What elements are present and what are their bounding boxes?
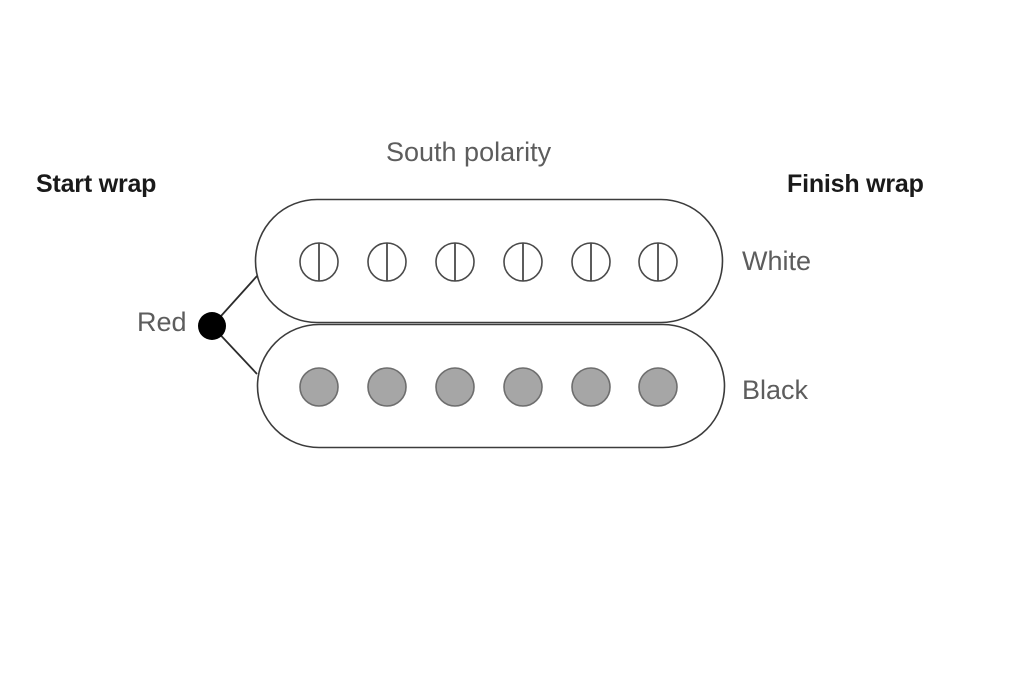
black-coil-label: Black <box>742 375 809 405</box>
white-coil-group <box>254 198 724 324</box>
pole-piece-screw-2 <box>367 242 407 282</box>
start-wrap-label: Start wrap <box>36 170 157 198</box>
finish-wrap-label: Finish wrap <box>787 170 924 198</box>
red-lead-group <box>198 275 258 375</box>
red-lead-label: Red <box>137 307 187 337</box>
white-coil-bobbin-outline <box>254 198 724 324</box>
white-coil-label: White <box>742 246 812 276</box>
pole-piece-screw-1 <box>299 242 339 282</box>
black-coil-bobbin-outline <box>256 323 726 449</box>
pole-piece-slug-2 <box>367 367 407 407</box>
pole-piece-screw-6 <box>638 242 678 282</box>
pole-piece-screw-4 <box>503 242 543 282</box>
red-lead-junction-dot <box>198 312 226 340</box>
pole-piece-slug-3 <box>435 367 475 407</box>
south-polarity-label: South polarity <box>386 137 552 167</box>
white-coil-pole-pieces <box>299 242 678 282</box>
black-coil-group <box>256 323 726 449</box>
pole-piece-slug-4 <box>503 367 543 407</box>
black-coil-pole-pieces <box>299 367 678 407</box>
pole-piece-slug-1 <box>299 367 339 407</box>
pole-piece-screw-3 <box>435 242 475 282</box>
pole-piece-slug-6 <box>638 367 678 407</box>
pole-piece-slug-5 <box>571 367 611 407</box>
pole-piece-screw-5 <box>571 242 611 282</box>
